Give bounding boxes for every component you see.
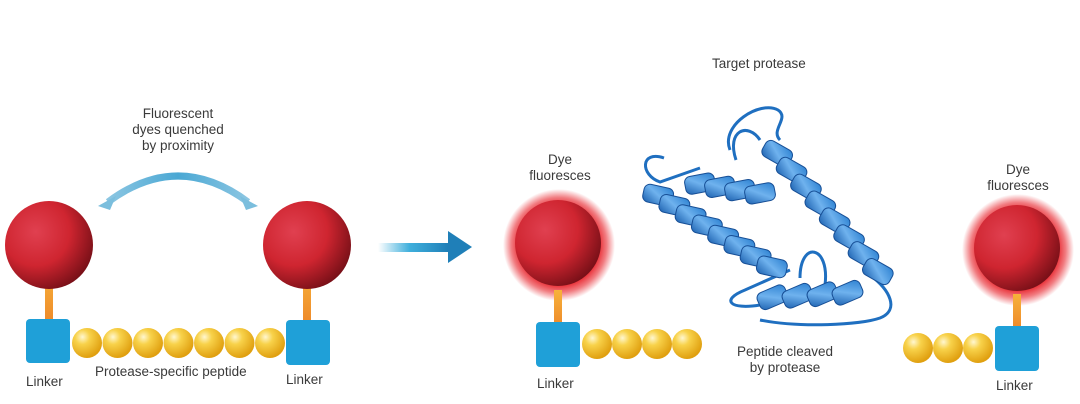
target-protease-icon <box>642 106 894 327</box>
peptide-bead <box>582 329 612 359</box>
helix-turn <box>744 182 776 205</box>
peptide-bead <box>963 333 993 363</box>
cleaved-fragment-left <box>503 189 702 367</box>
process-arrow-icon <box>378 231 472 263</box>
quench-arc-arrow-icon <box>98 172 258 210</box>
linker-block-fragment-right <box>995 326 1039 371</box>
linker-block-left <box>26 319 70 363</box>
peptide-bead <box>672 329 702 359</box>
peptide-bead <box>133 328 163 358</box>
peptide-bead <box>612 329 642 359</box>
dye-label-left-line2: fluoresces <box>529 168 591 183</box>
left-stem <box>45 270 53 322</box>
cleaved-label: Peptide cleaved by protease <box>730 344 840 376</box>
peptide-bead <box>224 328 255 358</box>
cleaved-fragment-right <box>903 194 1074 371</box>
stem-right <box>1013 294 1021 328</box>
fragment-beads-right <box>903 333 993 363</box>
linker-block-right <box>286 320 330 365</box>
linker-label-left: Linker <box>26 374 63 389</box>
fragment-beads-left <box>582 329 702 359</box>
stem-left <box>554 290 562 326</box>
peptide-bead <box>194 328 224 358</box>
protease-label: Target protease <box>712 56 806 71</box>
peptide-bead <box>163 328 194 358</box>
quenched-dye-right <box>263 201 351 289</box>
peptide-bead <box>72 328 102 358</box>
helix-turn <box>755 255 788 279</box>
peptide-bead <box>102 328 133 358</box>
helix-turn <box>862 258 894 286</box>
dye-fluoresces-label-right: Dye fluoresces <box>978 162 1058 194</box>
peptide-bead <box>642 329 672 359</box>
linker-block-fragment-left <box>536 322 580 367</box>
peptide-bead <box>933 333 963 363</box>
peptide-bead <box>903 333 933 363</box>
dye-label-right-line2: fluoresces <box>987 178 1049 193</box>
peptide-bead <box>255 328 285 358</box>
dye-label-left-line1: Dye <box>547 152 572 167</box>
quench-label: Fluorescent dyes quenched by proximity <box>128 106 228 154</box>
quench-label-line2: dyes quenched <box>132 122 224 137</box>
linker-label-fragment-right: Linker <box>996 378 1033 393</box>
linker-label-fragment-left: Linker <box>537 376 574 391</box>
helix-turn <box>831 279 864 306</box>
quench-label-line1: Fluorescent <box>142 106 214 121</box>
peptide-label: Protease-specific peptide <box>95 364 247 379</box>
dye-label-right-line1: Dye <box>1005 162 1030 177</box>
fluorescing-dye-left <box>515 200 601 286</box>
fluorescing-dye-right <box>974 205 1060 291</box>
peptide-beads <box>72 328 285 358</box>
cleaved-label-line2: by protease <box>749 360 821 375</box>
linker-label-right: Linker <box>286 372 323 387</box>
quench-label-line3: by proximity <box>141 138 214 153</box>
quenched-dye-left <box>5 201 93 289</box>
right-stem <box>303 270 311 322</box>
cleaved-label-line1: Peptide cleaved <box>736 344 834 359</box>
dye-fluoresces-label-left: Dye fluoresces <box>520 152 600 184</box>
left-intact-probe <box>5 201 351 365</box>
